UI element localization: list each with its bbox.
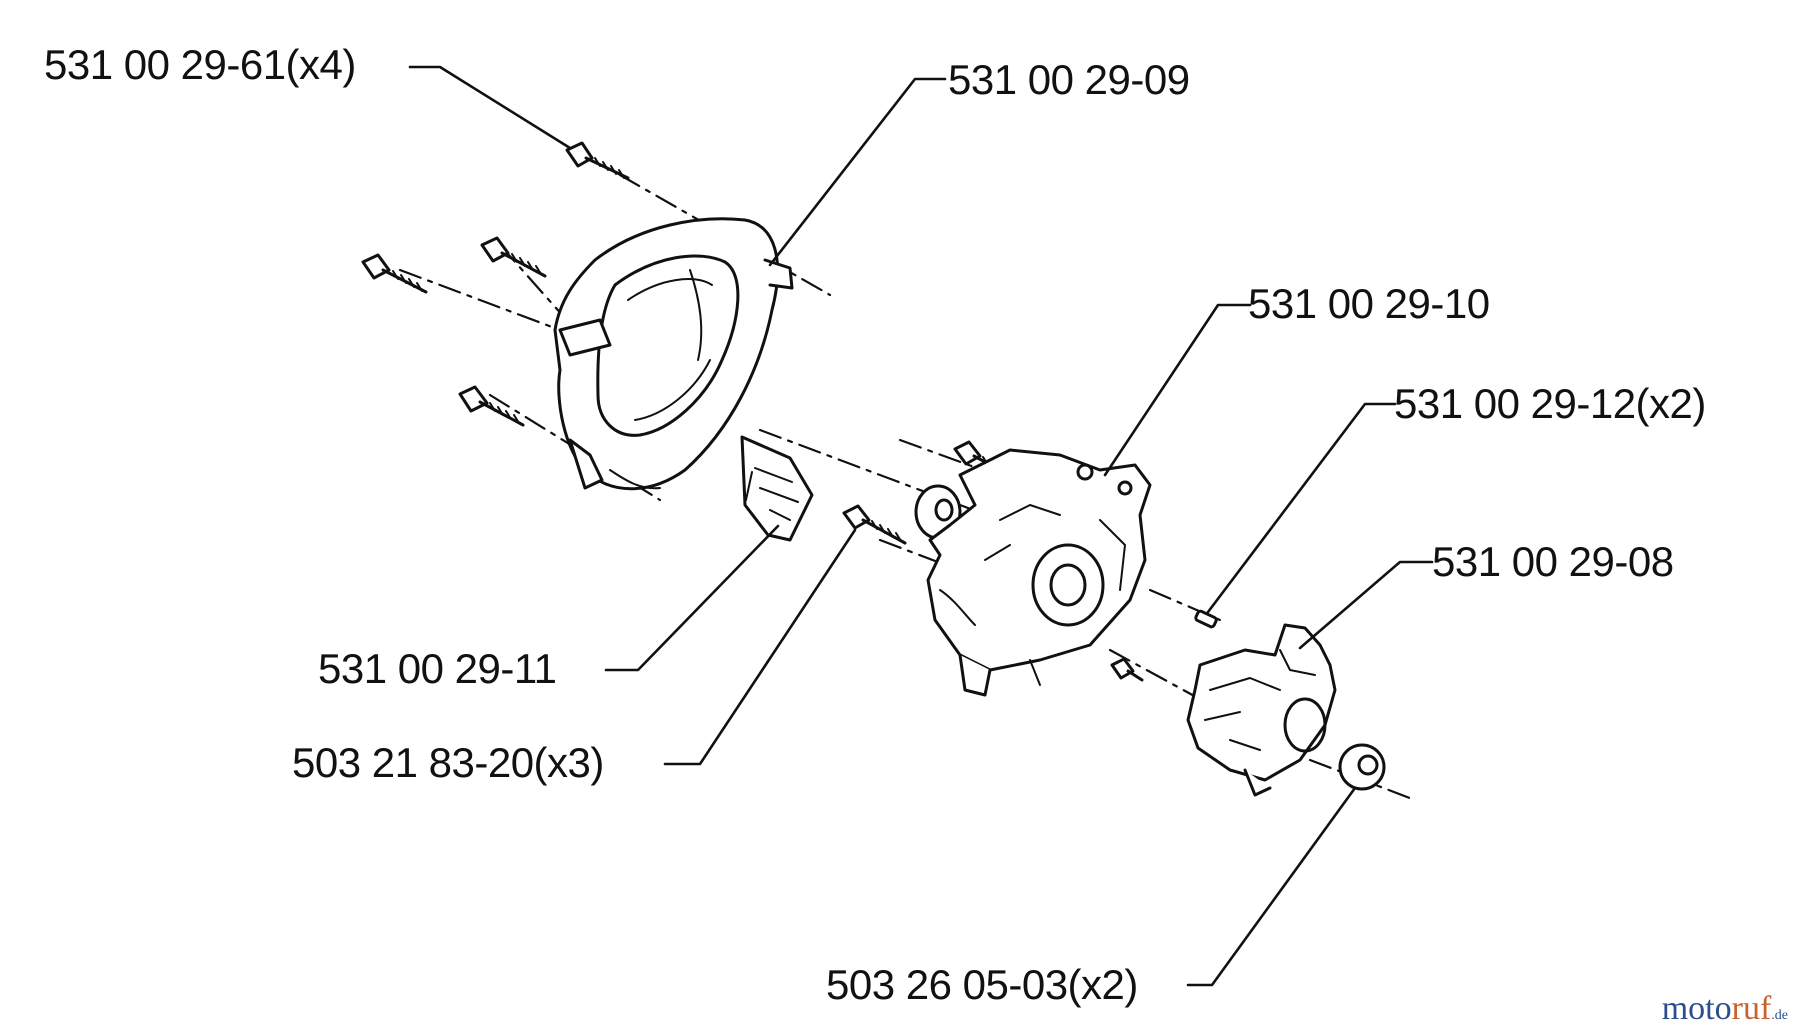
screw-6 — [842, 504, 907, 545]
crankcase-half — [926, 448, 1152, 697]
watermark-part2: ruf — [1731, 990, 1772, 1027]
part-label-531-00-29-61: 531 00 29-61(x4) — [44, 41, 356, 88]
part-label-503-21-83-20: 503 21 83-20(x3) — [292, 739, 604, 786]
leader-p8 — [1186, 786, 1357, 987]
part-label-531-00-29-09: 531 00 29-09 — [948, 56, 1190, 103]
screw-group-cover — [361, 141, 630, 427]
leader-p5 — [1298, 560, 1434, 650]
leader-p2 — [768, 77, 947, 267]
leader-lines — [408, 65, 1434, 987]
fan-cover — [553, 217, 794, 491]
leader-p1 — [408, 65, 572, 150]
screw-1 — [565, 141, 630, 180]
watermark-logo: motoruf.de — [1662, 992, 1788, 1026]
part-label-531-00-29-11: 531 00 29-11 — [318, 645, 557, 692]
part-label-531-00-29-12: 531 00 29-12(x2) — [1394, 380, 1706, 427]
screw-2 — [480, 236, 547, 278]
pin-1 — [1194, 609, 1218, 629]
watermark-part1: moto — [1661, 990, 1732, 1027]
crankcase-cover — [1186, 623, 1337, 797]
leader-p3 — [1103, 303, 1252, 477]
clip-bracket — [740, 435, 814, 542]
part-label-531-00-29-10: 531 00 29-10 — [1248, 280, 1490, 327]
leader-p4 — [1206, 402, 1397, 614]
leader-p7 — [663, 528, 857, 766]
screw-7 — [1110, 657, 1144, 682]
part-label-503-26-05-03: 503 26 05-03(x2) — [826, 961, 1138, 1008]
leader-p6 — [604, 524, 780, 672]
screw-3 — [361, 253, 428, 294]
watermark-suffix: .de — [1771, 1008, 1788, 1023]
screw-4 — [458, 385, 525, 427]
part-label-531-00-29-08: 531 00 29-08 — [1432, 538, 1674, 585]
seal-ring-2 — [1338, 743, 1386, 791]
